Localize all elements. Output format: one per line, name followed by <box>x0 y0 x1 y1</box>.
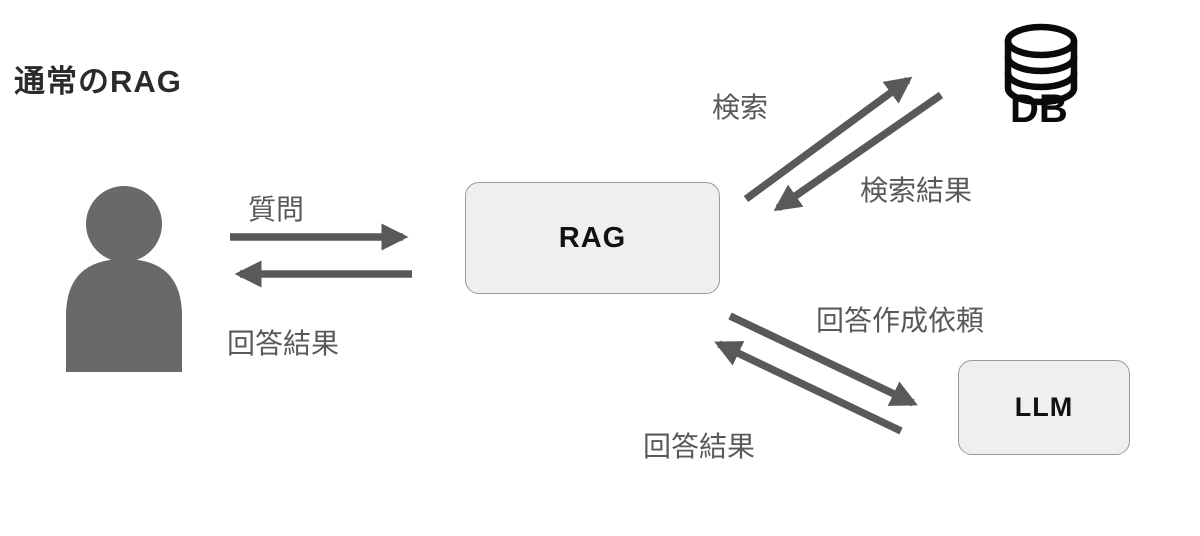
edge-label-answer-from-llm: 回答結果 <box>643 431 756 462</box>
arrow-search <box>743 76 913 203</box>
database-label: DB <box>1010 87 1068 131</box>
llm-node-label: LLM <box>1014 392 1074 422</box>
diagram-title: 通常のRAG <box>14 64 182 99</box>
edge-label-search: 検索 <box>712 92 769 123</box>
edge-label-answer-to-user: 回答結果 <box>227 328 340 359</box>
llm-node: LLM <box>958 360 1130 455</box>
rag-node: RAG <box>465 182 720 294</box>
edge-label-search-result: 検索結果 <box>860 175 973 206</box>
person-icon <box>66 186 182 372</box>
arrow-search-result <box>773 91 944 212</box>
arrow-answer-from-llm <box>714 340 903 435</box>
database-icon <box>1004 23 1078 106</box>
edge-label-question: 質問 <box>248 194 305 225</box>
rag-node-label: RAG <box>558 221 627 254</box>
arrow-answer-request <box>728 312 918 407</box>
edge-label-answer-request: 回答作成依頼 <box>816 305 985 336</box>
